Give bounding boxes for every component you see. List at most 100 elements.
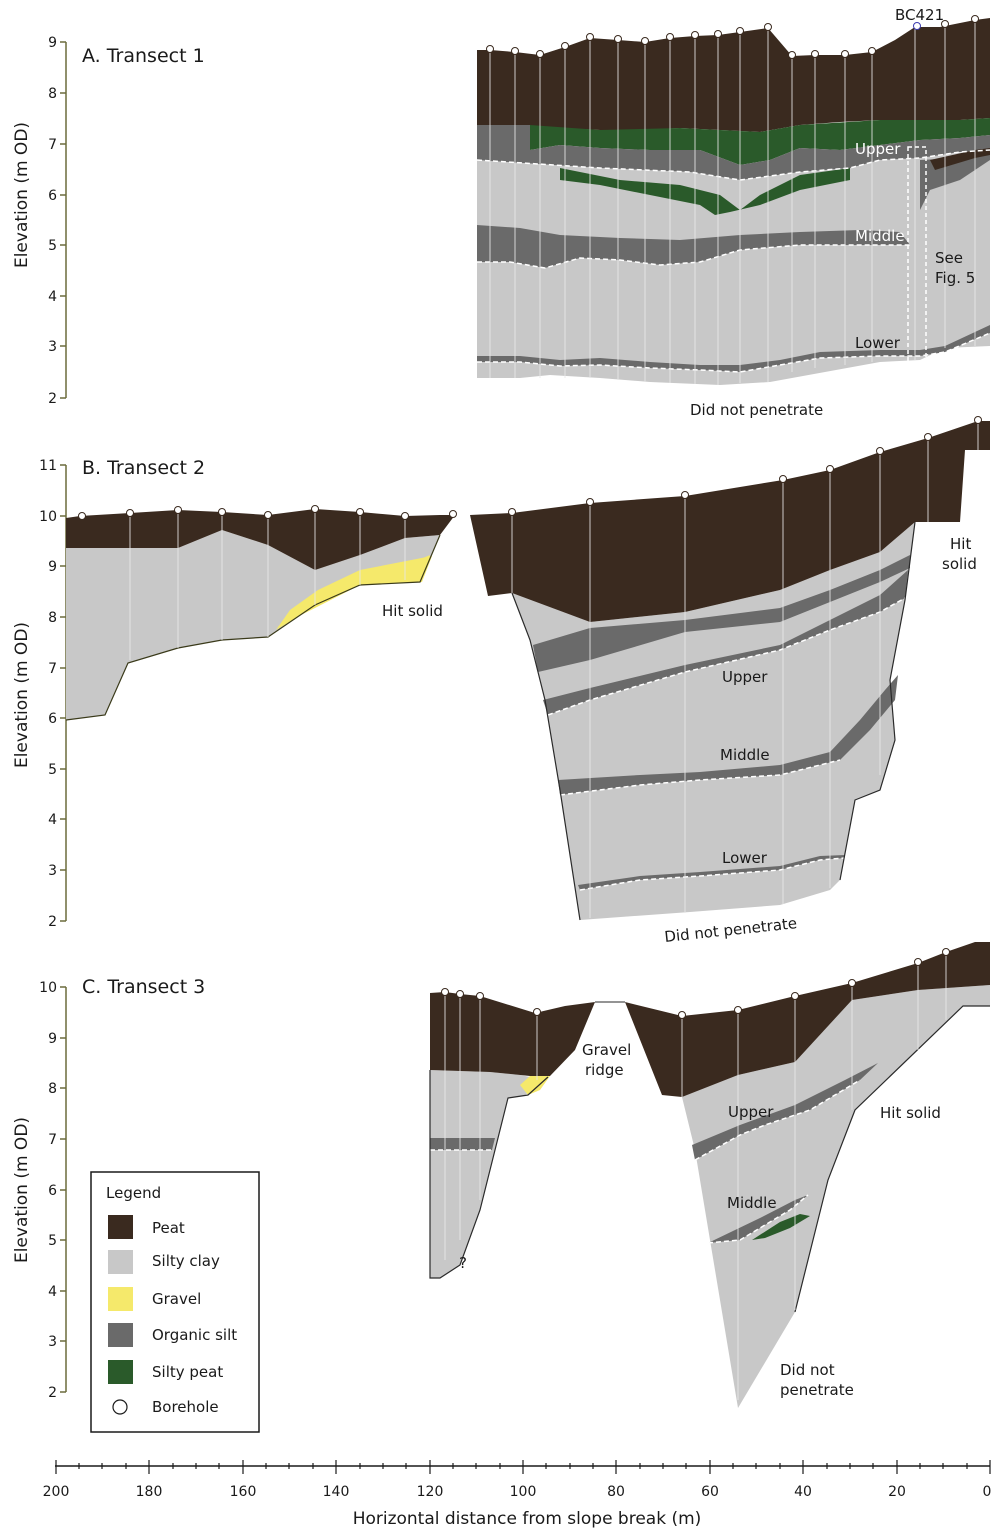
- panel-c-dnp2-label: penetrate: [780, 1381, 854, 1399]
- panel-b-y-ticks: 11 10 9 8 7 6 5 4 3 2: [39, 458, 66, 930]
- panel-a-ytick: 9: [48, 35, 57, 51]
- legend-swatch-silty-clay: [108, 1250, 133, 1274]
- panel-c-question-label: ?: [459, 1254, 467, 1272]
- panel-b-basin-silty-clay: [512, 522, 915, 920]
- panel-b-ytick: 9: [48, 559, 57, 575]
- panel-a-organic-silt-lower: [477, 325, 990, 372]
- panel-a-title: A. Transect 1: [82, 45, 205, 67]
- panel-b-ytick: 8: [48, 610, 57, 626]
- legend-label: Organic silt: [152, 1326, 237, 1344]
- panel-b-solid-label: solid: [942, 555, 977, 573]
- panel-b-ytick: 4: [48, 812, 57, 828]
- panel-b-organic-silt-lower: [578, 855, 845, 890]
- panel-b-lower-label: Lower: [722, 849, 768, 867]
- panel-c-right-outline: [794, 1005, 990, 1313]
- panel-b-ytick: 10: [39, 509, 57, 525]
- panel-transect-3: C. Transect 3 Elevation (m OD) 10 9 8 7 …: [12, 942, 990, 1408]
- legend-swatch-organic-silt: [108, 1323, 133, 1347]
- x-axis-label: Horizontal distance from slope break (m): [353, 1509, 702, 1529]
- panel-c-upper-label: Upper: [728, 1103, 774, 1121]
- panel-b-ytick: 6: [48, 711, 57, 727]
- panel-c-ytick: 3: [48, 1334, 57, 1350]
- panel-c-gravel: [520, 1076, 550, 1095]
- panel-b-middle-label: Middle: [720, 746, 770, 764]
- panel-c-title: C. Transect 3: [82, 976, 205, 998]
- panel-b-gravel-main: [276, 556, 432, 630]
- panel-b-ytick: 2: [48, 914, 57, 930]
- panel-a-silty-clay: [477, 150, 990, 385]
- panel-a-ytick: 7: [48, 137, 57, 153]
- panel-b-ytick: 3: [48, 863, 57, 879]
- panel-c-ytick: 9: [48, 1031, 57, 1047]
- panel-b-upper-label: Upper: [722, 668, 768, 686]
- panel-b-basin-outline: [511, 592, 581, 921]
- panel-c-left-peat: [430, 992, 595, 1076]
- x-tick-label: 100: [510, 1484, 537, 1500]
- legend-label: Borehole: [152, 1398, 219, 1416]
- panel-b-boreholes: [78, 416, 982, 520]
- x-tick-label: 80: [607, 1484, 625, 1500]
- x-tick-label: 40: [794, 1484, 812, 1500]
- x-tick-label: 0: [983, 1484, 992, 1500]
- panel-a-ytick: 8: [48, 86, 57, 102]
- panel-c-organic-silt-middle: [708, 1195, 808, 1243]
- panel-b-organic-silt-2: [543, 570, 908, 715]
- panel-b-ytick: 11: [39, 458, 57, 474]
- panel-c-ridge-label: ridge: [585, 1061, 624, 1079]
- panel-c-middle-label: Middle: [727, 1194, 777, 1212]
- legend-swatch-gravel: [108, 1287, 133, 1311]
- x-tick-label: 120: [417, 1484, 444, 1500]
- panel-b-ytick: 7: [48, 661, 57, 677]
- panel-c-left-silty-clay: [430, 1070, 545, 1278]
- x-tick-label: 200: [43, 1484, 70, 1500]
- panel-b-lower-boundary: [579, 857, 846, 891]
- legend-label: Peat: [152, 1219, 185, 1237]
- legend-swatch-silty-peat: [108, 1360, 133, 1384]
- panel-b-hit-solid-label: Hit solid: [382, 602, 443, 620]
- panel-b-left-silty-clay: [66, 530, 440, 720]
- panel-b-basin-peat: [470, 421, 990, 622]
- legend-label: Gravel: [152, 1290, 201, 1308]
- panel-c-upper-boundary: [694, 1079, 861, 1161]
- panel-transect-2: B. Transect 2 Elevation (m OD) 11 10 9 8…: [12, 416, 990, 946]
- panel-a-boreholes: [486, 15, 979, 59]
- panel-a-ytick: 4: [48, 289, 57, 305]
- panel-a-middle-boundary: [477, 244, 910, 269]
- panel-a-middle-label: Middle: [855, 227, 905, 245]
- panel-a-ytick: 3: [48, 339, 57, 355]
- panel-c-ytick: 5: [48, 1233, 57, 1249]
- panel-a-peat: [477, 18, 990, 132]
- x-axis: 200 180 160 140 120 100 80 60 40 20 0 Ho…: [43, 1460, 992, 1529]
- panel-c-ytick: 8: [48, 1081, 57, 1097]
- panel-a-y-ticks: 9 8 7 6 5 4 3 2: [48, 35, 66, 407]
- panel-b-borehole-lines: [129, 421, 979, 918]
- x-tick-label: 180: [136, 1484, 163, 1500]
- legend: Legend Peat Silty clay Gravel Organic si…: [90, 1171, 260, 1433]
- panel-b-middle-boundary: [559, 759, 841, 796]
- panel-c-hit-solid-label: Hit solid: [880, 1104, 941, 1122]
- x-tick-label: 140: [323, 1484, 350, 1500]
- panel-c-ytick: 10: [39, 980, 57, 996]
- legend-borehole-icon: [112, 1399, 128, 1415]
- x-tick-label: 20: [888, 1484, 906, 1500]
- panel-c-left-outline: [429, 1070, 549, 1279]
- legend-label: Silty peat: [152, 1363, 223, 1381]
- panel-b-title: B. Transect 2: [82, 457, 205, 479]
- panel-c-ytick: 7: [48, 1132, 57, 1148]
- panel-c-y-ticks: 10 9 8 7 6 5 4 3 2: [39, 980, 66, 1401]
- panel-c-ytick: 6: [48, 1183, 57, 1199]
- panel-b-basin-right-outline: [839, 521, 916, 881]
- panel-a-ytick: 5: [48, 238, 57, 254]
- panel-c-borehole-lines: [444, 952, 947, 1400]
- panel-b-dnp-label: Did not penetrate: [664, 914, 798, 946]
- panel-c-boreholes: [441, 948, 950, 1019]
- panel-c-gravel-label: Gravel: [582, 1041, 631, 1059]
- x-tick-label: 160: [230, 1484, 257, 1500]
- panel-c-dnp1-label: Did not: [780, 1361, 835, 1379]
- panel-b-hit-label: Hit: [950, 535, 971, 553]
- panel-b-left-peat: [66, 509, 455, 570]
- panel-b-ytick: 5: [48, 762, 57, 778]
- panel-a-upper-label: Upper: [855, 140, 901, 158]
- panel-b-left-base: [65, 534, 441, 721]
